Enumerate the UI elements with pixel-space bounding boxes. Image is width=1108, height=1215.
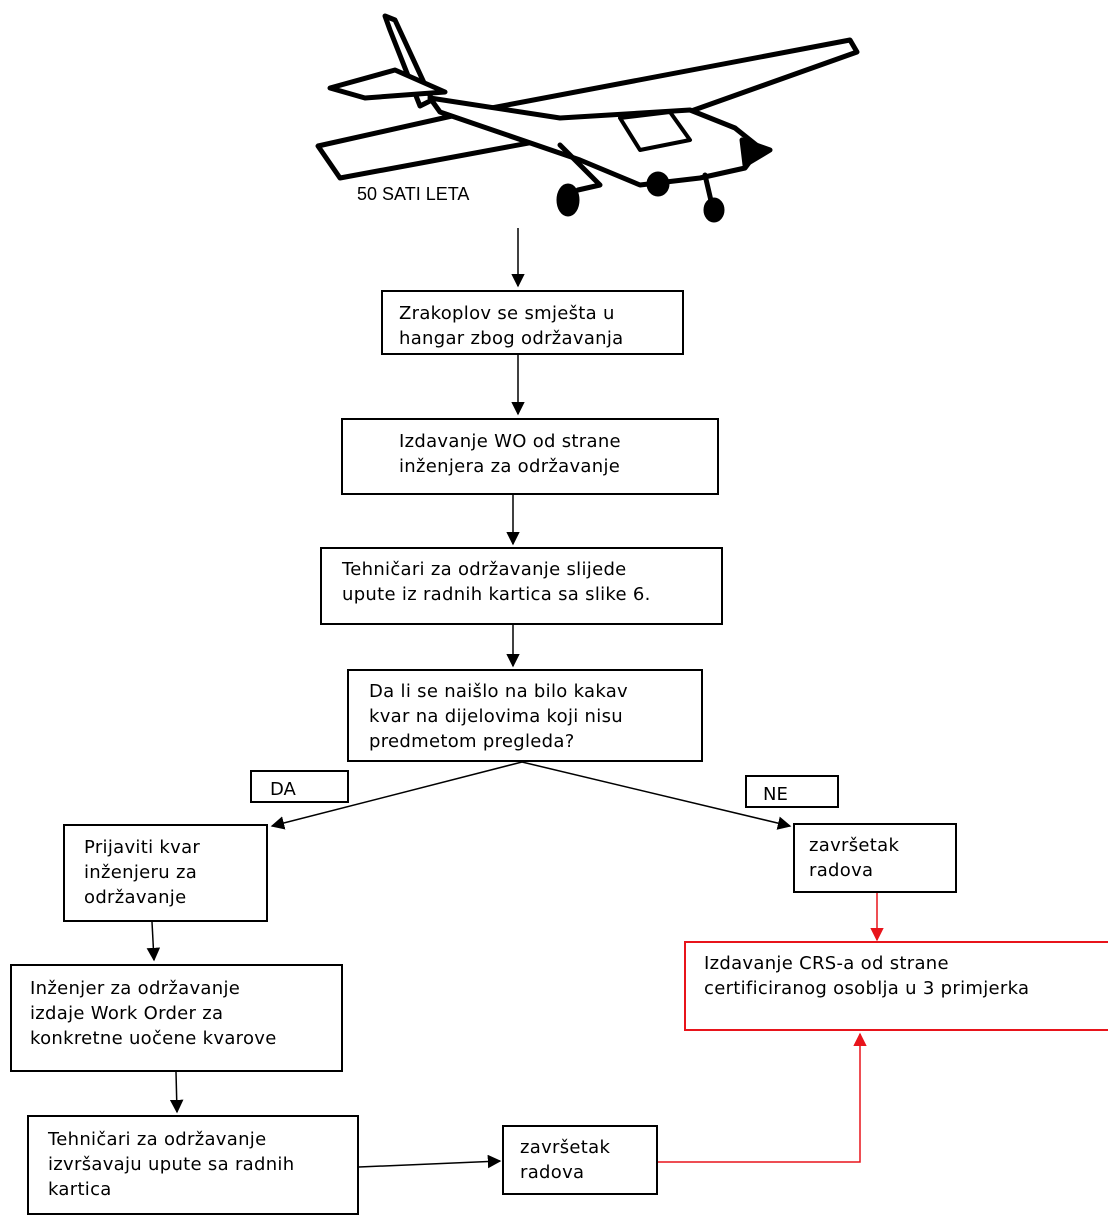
- airplane-icon: [315, 13, 860, 223]
- node-technicians-execute-line-1: Tehničari za održavanje: [48, 1129, 267, 1150]
- node-engineer-wo-line-1: Inženjer za održavanje: [30, 978, 241, 999]
- node-report-fault-line-2: inženjeru za: [84, 862, 198, 883]
- node-report-fault-line-1: Prijaviti kvar: [84, 837, 201, 858]
- node-report-fault-line-3: održavanje: [84, 887, 187, 908]
- arrow-yes-branch: [270, 761, 523, 830]
- node-technicians-execute-line-3: kartica: [48, 1179, 112, 1200]
- airplane-wheel-mid: [646, 171, 670, 197]
- airplane-spinner: [739, 137, 773, 168]
- node-end-bottom: završetak radova: [502, 1125, 658, 1195]
- arrow-to-engineer-wo: [146, 921, 161, 962]
- node-question-line-3: predmetom pregleda?: [369, 731, 575, 752]
- node-technicians-execute: Tehničari za održavanje izvršavaju upute…: [27, 1115, 359, 1215]
- airplane-window: [618, 110, 692, 152]
- node-wo-issue: Izdavanje WO od strane inženjera za održ…: [341, 418, 719, 495]
- airplane-wheel-left: [556, 183, 580, 217]
- node-question: Da li se naišlo na bilo kakav kvar na di…: [347, 669, 703, 762]
- node-wo-issue-line-2: inženjera za održavanje: [399, 456, 621, 477]
- node-engineer-wo-line-3: konkretne uočene kvarove: [30, 1028, 277, 1049]
- node-hangar: Zrakoplov se smješta u hangar zbog održa…: [381, 290, 684, 355]
- node-end-right-line-2: radova: [809, 860, 874, 881]
- airplane-strut: [557, 142, 603, 193]
- node-question-line-2: kvar na dijelovima koji nisu: [369, 706, 623, 727]
- label-yes: DA: [250, 770, 349, 803]
- node-end-right-line-1: završetak: [809, 835, 900, 856]
- node-technicians-line-1: Tehničari za održavanje slijede: [342, 559, 627, 580]
- node-technicians-line-2: upute iz radnih kartica sa slike 6.: [342, 584, 651, 605]
- node-technicians: Tehničari za održavanje slijede upute iz…: [320, 547, 723, 625]
- arrow-bottom-to-crs: [658, 1032, 867, 1163]
- airplane-stabilizer: [327, 67, 448, 101]
- node-engineer-wo-line-2: izdaje Work Order za: [30, 1003, 224, 1024]
- node-crs-line-2: certificiranog osoblja u 3 primjerka: [704, 978, 1030, 999]
- node-end-bottom-line-2: radova: [520, 1162, 585, 1183]
- node-wo-issue-line-1: Izdavanje WO od strane: [399, 431, 621, 452]
- node-technicians-execute-line-2: izvršavaju upute sa radnih: [48, 1154, 295, 1175]
- node-hangar-line-2: hangar zbog održavanja: [399, 328, 624, 349]
- node-crs: Izdavanje CRS-a od strane certificiranog…: [684, 941, 1108, 1031]
- node-end-right: završetak radova: [793, 823, 957, 893]
- label-no: NE: [745, 775, 839, 808]
- arrow-to-end-bottom: [358, 1154, 502, 1169]
- node-end-bottom-line-1: završetak: [520, 1137, 611, 1158]
- arrow-to-technicians-execute: [169, 1071, 184, 1114]
- node-hangar-line-1: Zrakoplov se smješta u: [399, 303, 615, 324]
- airplane-caption: 50 SATI LETA: [357, 184, 470, 204]
- node-question-line-1: Da li se naišlo na bilo kakav: [369, 681, 629, 702]
- airplane-wheel-nose: [703, 197, 725, 223]
- node-crs-line-1: Izdavanje CRS-a od strane: [704, 953, 949, 974]
- node-engineer-wo: Inženjer za održavanje izdaje Work Order…: [10, 964, 343, 1072]
- arrow-no-branch: [521, 761, 792, 830]
- node-report-fault: Prijaviti kvar inženjeru za održavanje: [63, 824, 268, 922]
